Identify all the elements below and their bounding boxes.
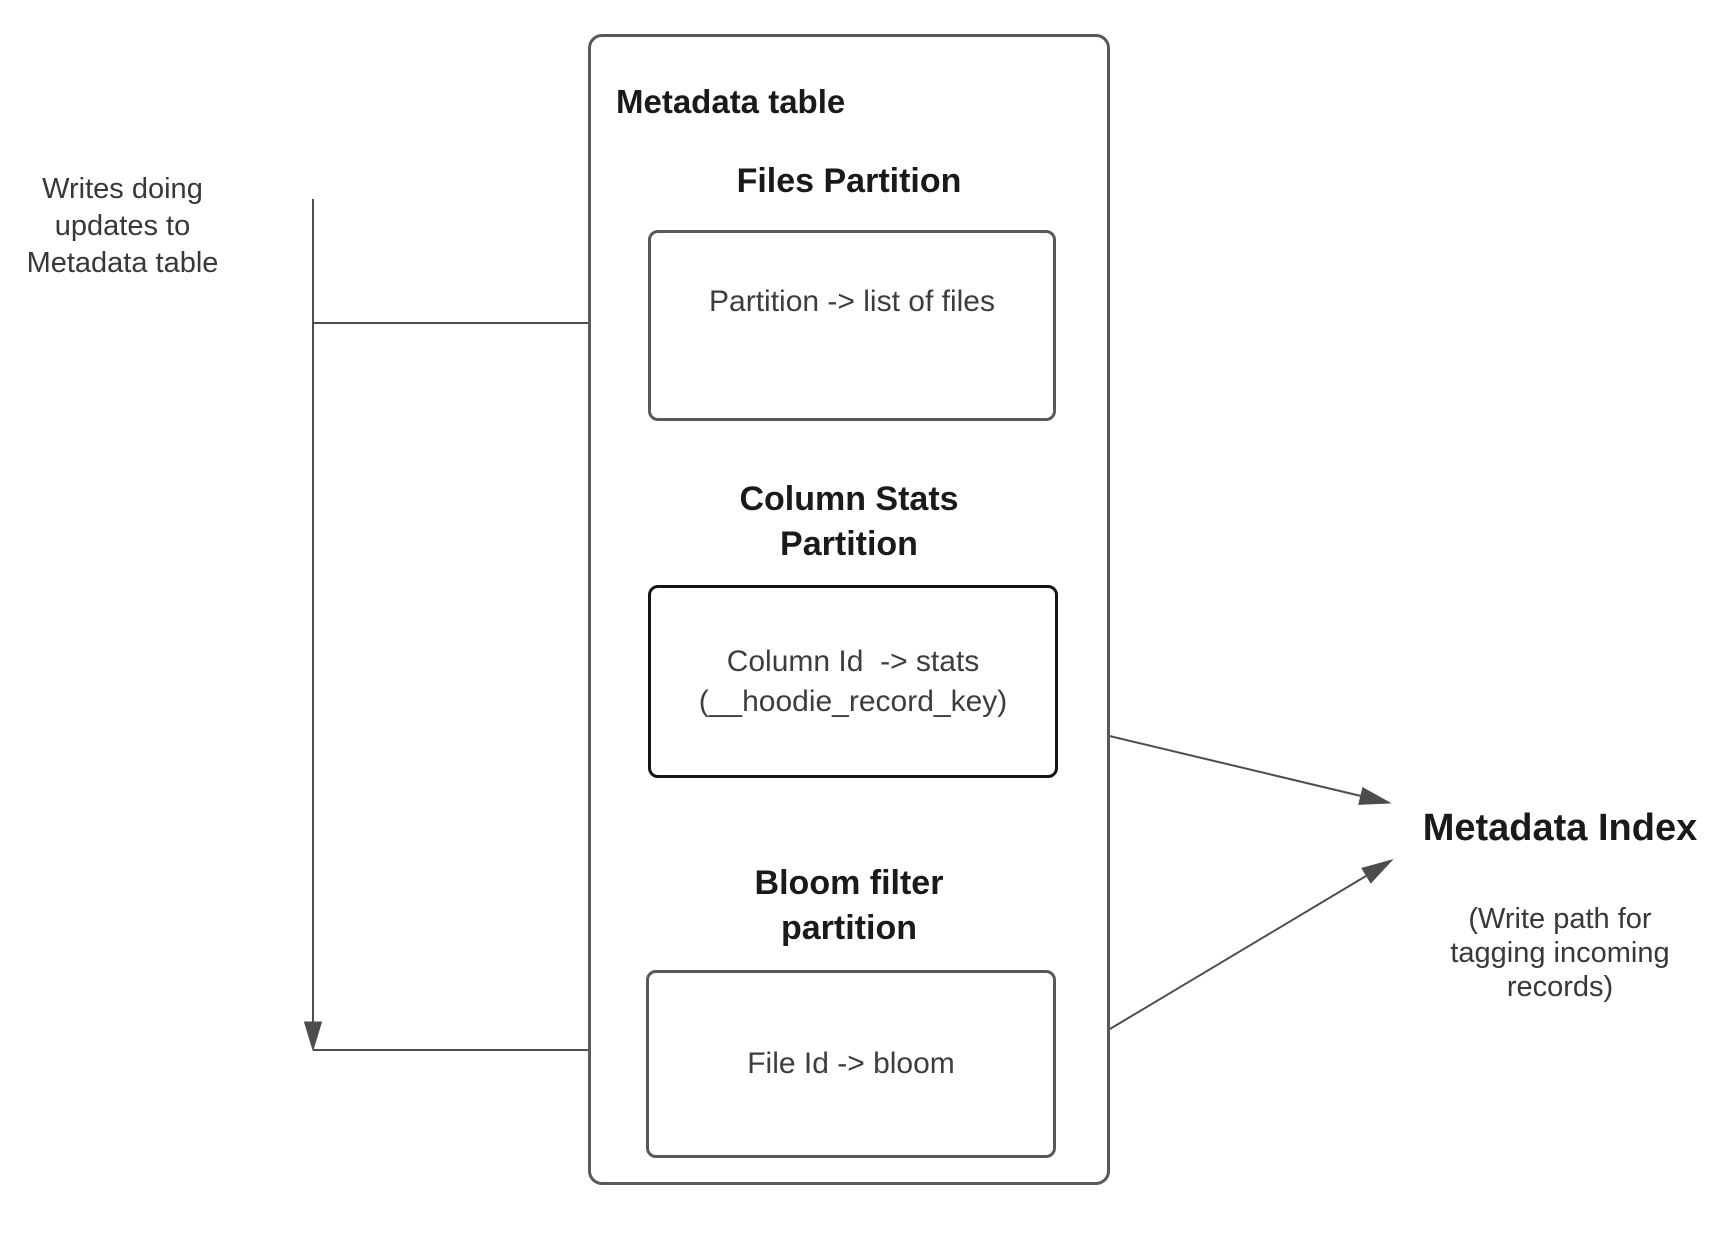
writes-note: Writes doing updates to Metadata table — [10, 171, 235, 282]
writes-note-line: updates to — [54, 210, 191, 242]
column-stats-box-label: Column Id -> stats (__hoodie_record_key) — [698, 644, 1008, 718]
metadata-index-title: Metadata Index — [1422, 807, 1698, 849]
column-stats-partition-heading: Column Stats Partition — [739, 480, 959, 563]
metadata-table-container: Metadata table Files Partition Partition… — [588, 34, 1110, 1185]
bloom-filter-partition-box: File Id -> bloom — [646, 970, 1056, 1158]
write-flow-down-arrowhead — [303, 1021, 323, 1052]
files-partition-heading: Files Partition — [736, 162, 962, 200]
writes-note-line: Writes doing — [42, 173, 203, 205]
files-partition-box: Partition -> list of files — [648, 230, 1056, 421]
column-stats-to-index-arrowhead — [1358, 786, 1392, 805]
column-stats-partition-box: Column Id -> stats (__hoodie_record_key) — [648, 585, 1058, 778]
metadata-table-title: Metadata table — [616, 83, 846, 120]
metadata-index-subtitle: (Write path for tagging incoming records… — [1450, 903, 1670, 1003]
writes-note-line: Metadata table — [26, 247, 219, 279]
bloom-filter-box-label: File Id -> bloom — [747, 1047, 955, 1080]
files-partition-box-label: Partition -> list of files — [709, 285, 995, 318]
bloom-filter-partition-heading: Bloom filter partition — [754, 864, 944, 947]
bloom-to-index-arrowhead — [1361, 859, 1394, 884]
